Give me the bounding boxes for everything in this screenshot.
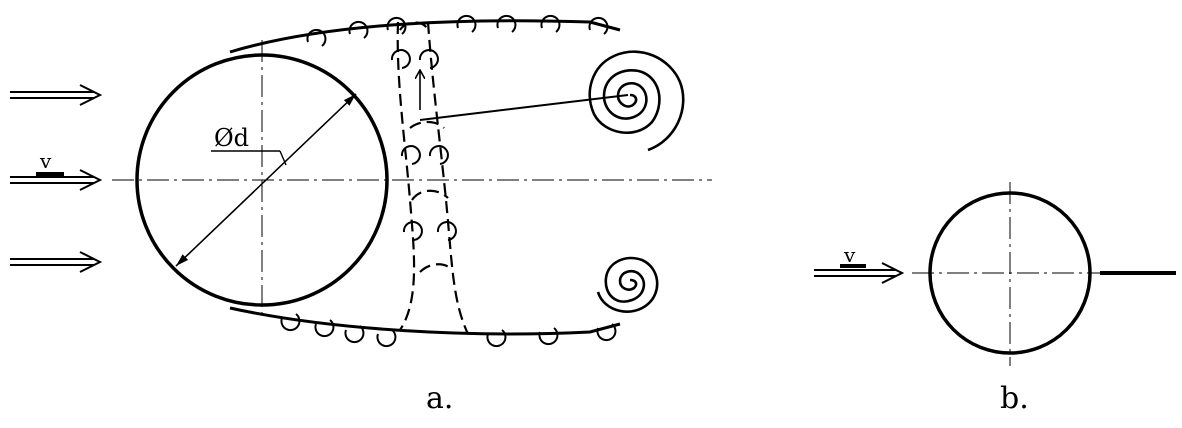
velocity-label-b: v (843, 243, 856, 267)
cylinder-a (135, 53, 389, 307)
shear-vortices-bottom (280, 313, 617, 348)
wake-boundary-top (229, 19, 621, 54)
dashed-vortex-band (396, 21, 469, 335)
spiral-vortex-small (596, 256, 659, 313)
velocity-label-a: v (39, 149, 52, 173)
shear-vortices-top (306, 14, 609, 47)
figure-b: v b. (814, 182, 1176, 416)
flow-arrow-bottom (10, 251, 103, 273)
diameter-dimension: Ød (175, 93, 357, 267)
flow-arrows-left (10, 84, 103, 273)
flow-arrow-b (814, 262, 905, 284)
leader-line-to-spiral (419, 94, 629, 121)
diameter-label: Ød (214, 124, 249, 152)
flow-arrow-middle (10, 169, 103, 191)
caption-b: b. (1000, 381, 1029, 416)
cylinder-b (928, 191, 1092, 355)
figure-a: v Ød (10, 14, 712, 416)
spiral-vortex-large (588, 50, 685, 152)
flow-arrow-top (10, 84, 103, 106)
band-vortices (390, 49, 457, 241)
caption-a: a. (426, 381, 453, 416)
